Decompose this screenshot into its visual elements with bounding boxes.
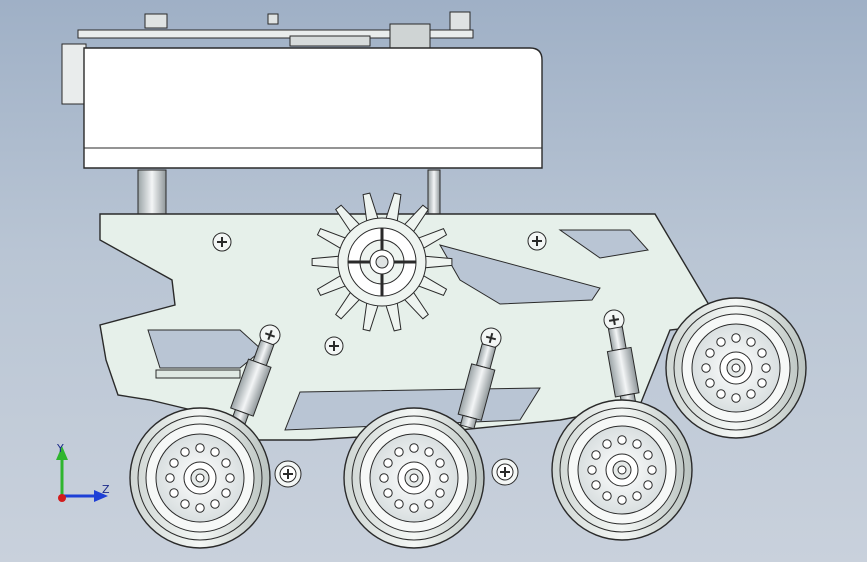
wheel-bolt-hole — [394, 447, 404, 457]
wheel-bolt-hole — [587, 465, 597, 475]
top-plate — [61, 11, 474, 105]
shock-absorber — [230, 324, 281, 425]
wheel-bolt-hole — [169, 458, 179, 468]
sprocket-teeth — [311, 192, 453, 332]
electronics-box[interactable] — [83, 47, 543, 169]
wheel-bolt-hole — [602, 439, 612, 449]
wheel-bolt-hole — [716, 337, 726, 347]
wheel-axle-pin — [617, 465, 627, 475]
wheel-bolt-hole — [435, 458, 445, 468]
wheel-bolt-hole — [757, 348, 767, 358]
wheel-bolt-hole — [210, 447, 220, 457]
wheel-bolt-hole — [180, 499, 190, 509]
wheels[interactable] — [129, 297, 807, 549]
z-axis-label: Z — [102, 483, 110, 496]
screw-icon — [274, 460, 302, 488]
screws — [212, 231, 547, 488]
wheel-bolt-hole — [761, 363, 771, 373]
wheel-rear — [129, 407, 271, 549]
wheel-bolt-hole — [591, 480, 601, 490]
wheel-bolt-hole — [705, 378, 715, 388]
wheel-tire-groove — [673, 305, 799, 431]
wheel-bolt-hole — [746, 389, 756, 399]
wheel-bolt-hole — [746, 337, 756, 347]
wheel-bolt-hole — [210, 499, 220, 509]
wheel-tire-groove — [559, 407, 685, 533]
wheel-bolt-hole — [439, 473, 449, 483]
wheel-bolt-hole — [701, 363, 711, 373]
screw-icon — [212, 232, 232, 252]
screw-icon — [491, 458, 519, 486]
wheel-bolt-hole — [643, 450, 653, 460]
screw-icon — [324, 336, 344, 356]
wheel-bolt-hole — [757, 378, 767, 388]
wheel-tire-groove — [351, 415, 477, 541]
standoff-posts — [137, 169, 441, 215]
wheel-bolt-hole — [221, 488, 231, 498]
orientation-triad: Y Z — [56, 442, 110, 502]
wheel-bolt-hole — [632, 491, 642, 501]
wheel-bolt-hole — [716, 389, 726, 399]
wheel-bolt-hole — [617, 435, 627, 445]
wheel-bolt-hole — [379, 473, 389, 483]
screw-icon — [527, 231, 547, 251]
wheel-bolt-hole — [731, 393, 741, 403]
sprocket-tooth — [423, 255, 453, 269]
wheel-bolt-hole — [617, 495, 627, 505]
wheel-bolt-hole — [643, 480, 653, 490]
wheel-bolt-hole — [394, 499, 404, 509]
sprocket-tooth — [311, 255, 341, 269]
wheel-bolt-hole — [383, 488, 393, 498]
wheel-bolt-hole — [165, 473, 175, 483]
wheel-bolt-hole — [424, 499, 434, 509]
wheel-bolt-hole — [602, 491, 612, 501]
wheel-bolt-hole — [632, 439, 642, 449]
wheel-front — [551, 399, 693, 541]
shock-absorber — [603, 309, 640, 407]
wheel-bolt-hole — [383, 458, 393, 468]
wheel-front-raised — [665, 297, 807, 439]
shock-absorbers[interactable] — [227, 308, 640, 430]
wheel-bolt-hole — [647, 465, 657, 475]
wheel-bolt-hole — [435, 488, 445, 498]
wheel-bolt-hole — [705, 348, 715, 358]
wheel-tire-groove — [137, 415, 263, 541]
wheel-bolt-hole — [195, 503, 205, 513]
drive-sprocket[interactable] — [311, 192, 453, 332]
wheel-middle — [343, 407, 485, 549]
shock-absorber — [457, 327, 502, 430]
wheel-bolt-hole — [409, 503, 419, 513]
z-axis-head — [94, 490, 108, 502]
wheel-bolt-hole — [169, 488, 179, 498]
x-axis-dot — [58, 494, 66, 502]
y-axis-label: Y — [56, 442, 64, 455]
wheel-axle-pin — [731, 363, 741, 373]
wheel-bolt-hole — [731, 333, 741, 343]
wheel-bolt-hole — [180, 447, 190, 457]
wheel-bolt-hole — [409, 443, 419, 453]
wheel-axle-pin — [195, 473, 205, 483]
wheel-bolt-hole — [225, 473, 235, 483]
y-axis-head — [56, 446, 68, 460]
wheel-axle-pin — [409, 473, 419, 483]
wheel-bolt-hole — [195, 443, 205, 453]
wheel-bolt-hole — [591, 450, 601, 460]
wheel-bolt-hole — [424, 447, 434, 457]
wheel-bolt-hole — [221, 458, 231, 468]
